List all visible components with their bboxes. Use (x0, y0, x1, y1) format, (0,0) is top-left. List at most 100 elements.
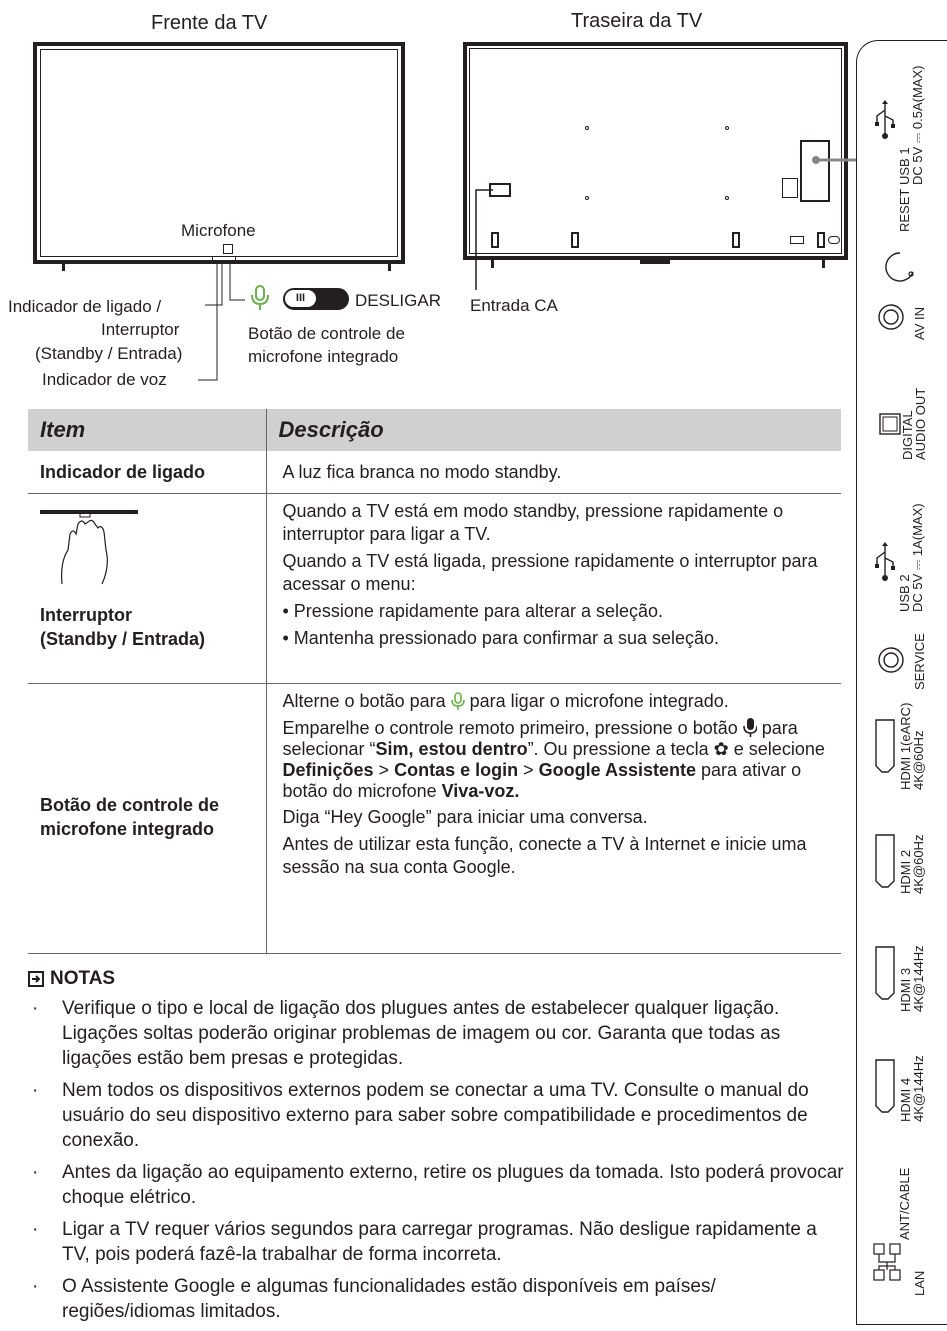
microphone-key-icon (742, 718, 758, 737)
service-jack-icon (878, 647, 904, 673)
header-description: Descrição (266, 409, 841, 451)
microphone-on-icon (251, 285, 269, 310)
text: para ligar o microfone integrado. (469, 691, 729, 711)
digital-audio-out-label: DIGITAL AUDIO OUT (900, 387, 928, 460)
vesa-hole (725, 126, 729, 130)
vesa-hole (585, 196, 589, 200)
vesa-hole (725, 196, 729, 200)
desc-switch-p2: Quando a TV está ligada, pressione rapid… (282, 551, 818, 594)
hdmi-port-icon (875, 946, 895, 1000)
back-leader-lines (475, 156, 856, 290)
desc-switch-p3: • Pressione rapidamente para alterar a s… (282, 601, 664, 621)
note-text: Nem todos os dispositivos externos podem… (62, 1080, 809, 1151)
stand-mount (817, 232, 825, 248)
desc-mic-p4: Antes de utilizar esta função, conecte a… (282, 834, 807, 877)
desc-mic-p1: Alterne o botão para para ligar o microf… (283, 690, 830, 713)
table-header-row: Item Descrição (28, 409, 841, 451)
bullet: · (32, 1080, 39, 1101)
item-power-indicator: Indicador de ligado (28, 451, 267, 494)
text: para ativar o botão do microfone (282, 760, 802, 801)
text: > (378, 760, 390, 780)
microphone-marker (223, 244, 233, 254)
desc-mic-p2: Emparelhe o controle remoto primeiro, pr… (283, 717, 830, 802)
bullet: · (32, 1276, 39, 1297)
hdmi3-label: HDMI 3 4K@144Hz (898, 945, 926, 1012)
back-small-port (790, 236, 804, 244)
ant-cable-label: ANT/CABLE (897, 1167, 912, 1240)
note-text: Verifique o tipo e local de ligação dos … (62, 998, 781, 1069)
text: para selecionar “ (282, 718, 798, 759)
back-port-block (782, 178, 798, 198)
reset-label: RESET (897, 188, 912, 232)
item-switch-line1: Interruptor (40, 605, 132, 625)
notes-title-text: NOTAS (50, 968, 116, 989)
list-item: · Antes da ligação ao equipamento externo… (28, 1160, 848, 1210)
hdmi4-label: HDMI 4 4K@144Hz (898, 1055, 926, 1122)
item-switch: Interruptor (Standby / Entrada) (28, 493, 267, 684)
microphone-on-icon (450, 692, 465, 710)
bullet: · (32, 1219, 39, 1240)
desc-switch-p1: Quando a TV está em modo standby, pressi… (282, 501, 784, 544)
microphone-toggle-switch[interactable]: III (283, 288, 349, 310)
lan-network-icon (873, 1243, 901, 1281)
item-mic-line2: microfone integrado (40, 819, 215, 839)
item-mic-line1: Botão de controle de (40, 795, 220, 815)
reset-button-icon (885, 252, 914, 282)
toggle-off-label: DESLIGAR (355, 291, 441, 310)
list-item: · Nem todos os dispositivos externos pode… (28, 1078, 848, 1153)
usb-icon (875, 100, 895, 139)
note-text: Ligar a TV requer vários segundos para c… (62, 1219, 817, 1265)
desc-switch: Quando a TV está em modo standby, pressi… (266, 493, 841, 684)
desc-switch-p4: • Mantenha pressionado para confirmar a … (282, 628, 720, 648)
note-text: Antes da ligação ao equipamento externo,… (62, 1162, 844, 1208)
text-bold: Contas e login (394, 760, 519, 780)
hdmi-port-icon (875, 1059, 895, 1113)
text: ”. Ou pressione a tecla (527, 739, 709, 759)
microphone-label: Microfone (181, 221, 256, 240)
port-panel (856, 40, 947, 1325)
text: Alterne o botão para (282, 691, 446, 711)
optical-port-icon (879, 413, 901, 435)
text-bold: Viva-voz. (441, 781, 520, 801)
hdmi-port-icon (875, 834, 895, 888)
av-in-jack-icon (878, 304, 904, 330)
hdmi2-label: HDMI 2 4K@60Hz (898, 834, 926, 894)
usb2-label: USB 2 DC 5V ⎓ 1A(MAX) (897, 503, 925, 612)
table-row: Botão de controle de microfone integrado… (28, 683, 841, 954)
service-label: SERVICE (912, 633, 927, 690)
note-text: O Assistente Google e algumas funcionali… (62, 1276, 716, 1322)
hand-press-icon (40, 510, 138, 585)
table-row: Interruptor (Standby / Entrada) Quando a… (28, 493, 841, 684)
usb1-label: USB 1 DC 5V ⎓ 0.5A(MAX) (897, 65, 925, 185)
spec-table: Item Descrição Indicador de ligado A luz… (28, 409, 841, 954)
back-port-panel (800, 140, 830, 202)
bullet: · (32, 1162, 39, 1183)
tv-back-drawing (463, 42, 848, 260)
table-row: Indicador de ligado A luz fica branca no… (28, 451, 841, 494)
list-item: ·Verifique o tipo e local de ligação dos… (28, 996, 848, 1071)
desc-power-indicator: A luz fica branca no modo standby. (266, 451, 841, 494)
tv-foot-right (388, 264, 391, 271)
front-leader-lines (198, 264, 245, 381)
av-in-label: AV IN (912, 307, 927, 340)
note-icon (28, 971, 44, 987)
voice-indicator-label: Indicador de voz (42, 370, 167, 389)
text-bold: Google Assistente (538, 760, 697, 780)
mic-button-label-line2: microfone integrado (248, 347, 399, 366)
text: e selecione (733, 739, 825, 759)
tv-front-drawing (33, 42, 405, 264)
mic-button-label-line1: Botão de controle de (248, 324, 405, 343)
ac-input-label: Entrada CA (470, 296, 558, 315)
desc-mic-button: Alterne o botão para para ligar o microf… (266, 683, 841, 954)
back-foot (491, 260, 494, 268)
desc-mic-p3: Diga “Hey Google” para iniciar uma conve… (282, 807, 648, 827)
tv-foot-left (62, 264, 65, 271)
switch-label-line1: Interruptor (101, 320, 180, 339)
text-bold: Definições (282, 760, 374, 780)
text-bold: Sim, estou dentro (375, 739, 528, 759)
gear-icon: ✿ (713, 739, 729, 759)
item-switch-line2: (Standby / Entrada) (40, 629, 206, 649)
stand-mount (491, 232, 499, 248)
header-item: Item (28, 409, 267, 451)
list-item: · Ligar a TV requer vários segundos para … (28, 1217, 848, 1267)
